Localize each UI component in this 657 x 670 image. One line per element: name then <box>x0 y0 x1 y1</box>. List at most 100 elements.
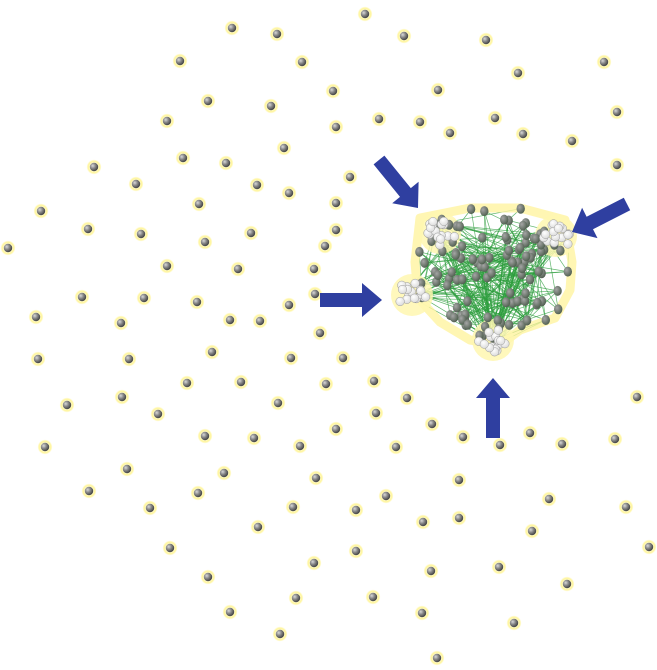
network-node <box>368 405 384 421</box>
network-node <box>618 499 634 515</box>
cluster-node <box>471 271 481 282</box>
cluster-node <box>531 233 540 244</box>
network-node <box>312 325 328 341</box>
cluster-node <box>553 285 562 296</box>
network-node <box>607 431 623 447</box>
cluster-node <box>483 312 492 323</box>
network-node <box>564 133 580 149</box>
network-node <box>281 297 297 313</box>
white-node <box>421 292 431 302</box>
cluster-node <box>522 230 531 240</box>
cluster-node <box>525 274 535 285</box>
network-node <box>366 373 382 389</box>
network-edge <box>538 271 547 321</box>
network-edge <box>437 262 478 276</box>
cluster-node <box>478 232 487 243</box>
pointer-arrow-3 <box>320 283 382 317</box>
pointer-arrow-1 <box>373 155 419 208</box>
cluster-node <box>477 254 487 265</box>
cluster-node <box>487 268 496 279</box>
cluster-node <box>501 232 510 242</box>
network-node <box>197 234 213 250</box>
cluster-node <box>452 302 462 313</box>
network-node <box>487 110 503 126</box>
network-node <box>357 6 373 22</box>
network-node <box>175 150 191 166</box>
network-edge <box>451 271 542 274</box>
network-node <box>33 203 49 219</box>
network-node <box>318 376 334 392</box>
network-edge <box>447 285 546 321</box>
cluster-node <box>541 315 550 325</box>
white-node <box>563 230 573 240</box>
network-node <box>641 539 657 555</box>
network-node <box>121 351 137 367</box>
network-node <box>80 221 96 237</box>
network-node <box>136 290 152 306</box>
cluster-node <box>468 254 477 265</box>
network-node <box>200 93 216 109</box>
network-edge <box>459 226 542 252</box>
cluster-node <box>463 319 472 330</box>
network-node <box>263 98 279 114</box>
network-edge <box>421 294 522 326</box>
network-node <box>222 604 238 620</box>
cluster-node <box>521 288 530 299</box>
network-edge <box>457 272 542 281</box>
network-node <box>81 483 97 499</box>
network-node <box>216 465 232 481</box>
network-node <box>162 540 178 556</box>
network-node <box>348 543 364 559</box>
isolated-nodes <box>0 6 657 666</box>
network-node <box>451 510 467 526</box>
network-node <box>119 461 135 477</box>
white-node <box>397 284 408 295</box>
cluster-node <box>518 220 528 231</box>
white-node <box>416 286 426 296</box>
network-node <box>37 439 53 455</box>
network-node <box>596 54 612 70</box>
cluster-node <box>522 251 531 262</box>
white-node <box>496 336 506 346</box>
network-node <box>128 176 144 192</box>
white-node <box>479 339 489 349</box>
network-node <box>114 389 130 405</box>
network-node <box>524 523 540 539</box>
network-node <box>423 563 439 579</box>
network-node <box>133 226 149 242</box>
network-node <box>515 126 531 142</box>
network-node <box>204 344 220 360</box>
network-node <box>288 590 304 606</box>
network-edge <box>487 274 522 318</box>
cluster-node <box>533 297 542 308</box>
white-node <box>410 278 420 288</box>
white-node <box>395 296 405 307</box>
network-node <box>510 65 526 81</box>
cluster-node <box>443 280 452 291</box>
network-node <box>388 439 404 455</box>
network-node <box>609 104 625 120</box>
network-node <box>113 315 129 331</box>
network-node <box>348 502 364 518</box>
network-node <box>455 429 471 445</box>
cluster-node <box>563 266 572 277</box>
white-node <box>484 327 494 337</box>
network-node <box>399 390 415 406</box>
pointer-arrow-4 <box>476 378 510 438</box>
network-node <box>451 472 467 488</box>
network-node <box>491 559 507 575</box>
network-node <box>335 350 351 366</box>
network-node <box>250 519 266 535</box>
cluster-node <box>485 252 494 263</box>
network-node <box>179 375 195 391</box>
cluster-node <box>480 206 489 217</box>
cluster-node <box>520 296 530 306</box>
cluster-node <box>433 270 443 281</box>
cluster-node <box>508 257 517 268</box>
network-edge <box>482 237 510 251</box>
network-node <box>0 240 16 256</box>
cluster-node <box>556 245 565 256</box>
cluster-node <box>501 297 511 308</box>
network-node <box>197 428 213 444</box>
